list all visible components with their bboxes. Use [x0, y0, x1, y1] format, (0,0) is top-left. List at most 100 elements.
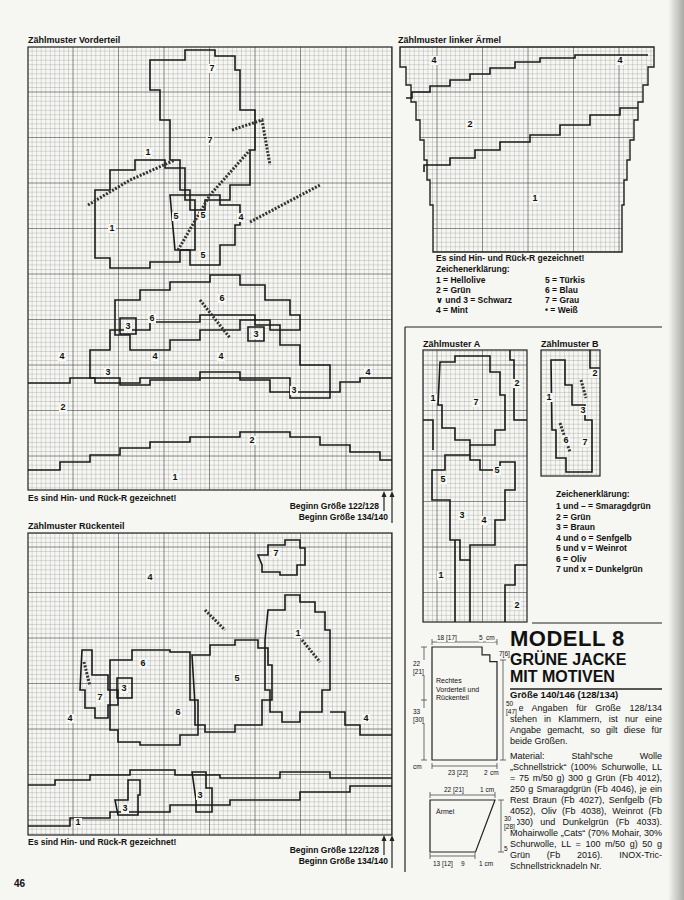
piece-label: Ärmel — [430, 800, 491, 817]
piece-outline-path — [430, 800, 495, 852]
motif-outline — [120, 318, 136, 334]
callout-number: 5 — [199, 211, 206, 220]
legend-entry: 5 und v = Weinrot — [556, 544, 627, 554]
dimension-label: 9 — [461, 860, 465, 868]
callout-number: 7 — [208, 64, 215, 73]
motif-outline — [406, 55, 648, 98]
callout-number: 4 — [58, 352, 65, 361]
legend-entry: 7 und x = Dunkelgrün — [556, 565, 643, 575]
motif-outline — [265, 595, 330, 722]
legend-entry: ∨ und 3 = Schwarz — [436, 296, 512, 306]
motif-outline — [117, 678, 132, 698]
callout-number: 2 — [248, 436, 255, 445]
dimension-line — [430, 853, 475, 859]
callout-number: 3 — [124, 322, 131, 331]
motif-outline — [505, 565, 527, 622]
motif-outline — [28, 770, 392, 785]
callout-number: 1 — [144, 148, 151, 157]
page-number: 46 — [14, 878, 25, 890]
callout-number: 3 — [196, 791, 203, 800]
arrow-line — [391, 838, 392, 868]
piece-outline-path — [432, 647, 497, 760]
dimension-label: 50 [47] — [506, 700, 519, 715]
text-label: Beginn Größe 134/140 — [299, 857, 388, 867]
legend-entry: 1 = Hellolive — [436, 276, 485, 286]
callout-number: 4 — [616, 56, 623, 65]
callout-number: 1 — [437, 571, 444, 580]
stitch-mark-line — [250, 185, 320, 222]
binding-shadow — [668, 0, 684, 900]
motif-outline — [432, 445, 515, 560]
sleeve-chart — [400, 47, 654, 252]
stitch-mark-line — [232, 120, 270, 165]
back-motif — [28, 540, 392, 826]
callout-number: 2 — [513, 379, 520, 388]
callout-number: 3 — [120, 684, 127, 693]
dimension-label: cm — [490, 769, 499, 777]
separator-rule — [532, 623, 662, 624]
grid-frame — [400, 47, 654, 252]
grid-fine — [28, 533, 392, 835]
text-label: Material: Stahl'sche Wolle „Schnellstric… — [510, 751, 662, 872]
dimension-label: 5 — [479, 634, 483, 642]
callout-number: 4 — [364, 368, 371, 377]
callout-number: 7 — [472, 398, 479, 407]
callout-number: 1 — [531, 194, 538, 203]
text-label: Es sind Hin- und Rück-R gezeichnet! — [28, 838, 176, 848]
piece-outline — [430, 800, 495, 852]
motif-outline — [150, 50, 255, 210]
stitch-mark-line — [200, 300, 230, 338]
motif-outline — [438, 356, 505, 445]
dimension-label: 18 [17] — [437, 634, 457, 642]
motif-outline — [423, 420, 433, 450]
legend-entry: 3 = Braun — [556, 523, 595, 533]
motif-outline — [115, 780, 140, 815]
callout-number: 2 — [513, 601, 520, 610]
motif-outline — [80, 650, 118, 718]
dimension-label: cm — [486, 634, 495, 642]
chart-title: Zählmuster linker Ärmel — [398, 35, 501, 45]
callout-number: 6 — [139, 659, 146, 668]
legend-entry: 1 und – = Smaragdgrün — [556, 502, 651, 512]
dimension-label: 7[6] — [499, 650, 510, 658]
dimension-label: 30 [28] — [504, 815, 517, 830]
dimension-label: 5 — [504, 845, 508, 853]
stitch-mark-line — [302, 640, 320, 662]
arrow-head — [390, 491, 395, 497]
callout-number: 3 — [104, 368, 111, 377]
front-stitch-marks — [88, 120, 320, 338]
stitch-mark-line — [88, 160, 175, 205]
chart-a — [423, 350, 527, 622]
callout-number: 7 — [272, 549, 279, 558]
text-label: Beginn Größe 134/140 — [299, 513, 388, 523]
separator-rule — [404, 327, 405, 872]
dimension-label: 22 [21] — [444, 786, 464, 794]
callout-number: 4 — [362, 714, 369, 723]
text-label: Die Angaben für Größe 128/134 stehen in … — [510, 703, 662, 747]
callout-number: 3 — [121, 804, 128, 813]
chart-title: Zählmuster Rückenteil — [28, 521, 125, 531]
callout-number: 6 — [174, 708, 181, 717]
arrow-heads — [382, 491, 395, 841]
legend-entry: • = Weiß — [545, 306, 578, 316]
chart-b — [541, 350, 600, 476]
motif-outline — [28, 378, 392, 392]
callout-number: 2 — [466, 120, 473, 129]
chart-frame: Zählmuster Rückenteil — [26, 521, 394, 837]
callout-number: 4 — [146, 573, 153, 582]
callout-number: 4 — [151, 352, 158, 361]
callout-number: 4 — [430, 56, 437, 65]
callout-number: 5 — [439, 475, 446, 484]
callout-number: 4 — [217, 352, 224, 361]
stitch-mark-line — [84, 662, 90, 686]
motif-outline — [192, 772, 212, 812]
legend-entry: 4 = Mint — [436, 306, 468, 316]
callout-number: 5 — [233, 674, 240, 683]
piece-label: Rechtes Vorderteil und Rückenteil — [432, 647, 493, 703]
chart-title: Zählmuster Vorderteil — [28, 35, 120, 45]
stitch-mark-line — [178, 150, 250, 250]
dimension-label: 23 [22] — [448, 769, 468, 777]
motif-outline — [258, 540, 305, 575]
callout-number: 4 — [480, 516, 487, 525]
chart-title: Zählmuster B — [541, 339, 599, 349]
